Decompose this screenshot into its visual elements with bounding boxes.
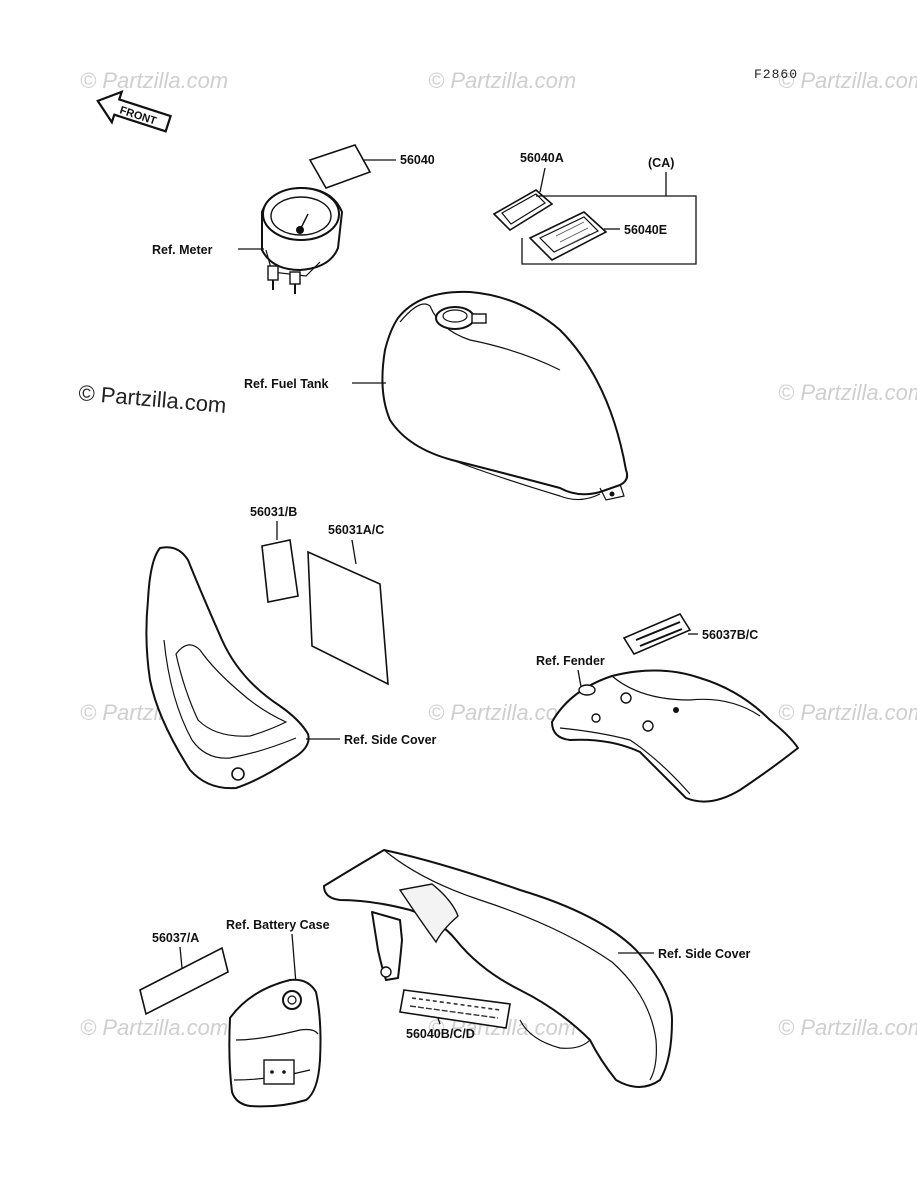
decal-56040A xyxy=(492,189,554,232)
leader-ref-battery-case xyxy=(291,933,297,985)
label-ca: (CA) xyxy=(648,156,674,170)
label-ref-battery-case: Ref. Battery Case xyxy=(226,918,330,932)
decal-56031AC xyxy=(307,550,389,686)
label-56040BCD: 56040B/C/D xyxy=(406,1027,475,1041)
label-56031B: 56031/B xyxy=(250,505,297,519)
label-ref-fuel-tank: Ref. Fuel Tank xyxy=(244,377,329,391)
label-56040: 56040 xyxy=(400,153,435,167)
watermark: © Partzilla.com xyxy=(80,1015,228,1040)
label-ref-side-cover-1: Ref. Side Cover xyxy=(344,733,437,747)
label-ref-fender: Ref. Fender xyxy=(536,654,605,668)
label-56031AC: 56031A/C xyxy=(328,523,384,537)
label-ref-meter: Ref. Meter xyxy=(152,243,213,257)
meter-part xyxy=(238,187,343,294)
label-ref-side-cover-2: Ref. Side Cover xyxy=(658,947,751,961)
ca-bracket xyxy=(521,172,697,265)
leader-56037A xyxy=(179,946,183,969)
decal-56031B xyxy=(261,539,299,603)
watermark: © Partzilla.com xyxy=(778,68,917,93)
label-56037A: 56037/A xyxy=(152,931,199,945)
label-56040A: 56040A xyxy=(520,151,564,165)
watermark: © Partzilla.com xyxy=(778,1015,917,1040)
watermark: © Partzilla.com xyxy=(428,68,576,93)
front-arrow-icon: FRONT xyxy=(96,90,172,133)
side-cover-part-1 xyxy=(145,546,340,790)
label-56037BC: 56037B/C xyxy=(702,628,758,642)
fuel-tank-part xyxy=(352,290,629,501)
decal-56040E xyxy=(528,211,608,261)
watermark-dark: © Partzilla.com xyxy=(78,380,228,418)
watermark: © Partzilla.com xyxy=(778,380,917,405)
decal-56037BC xyxy=(622,612,698,656)
decal-56040 xyxy=(308,144,396,189)
leader-56040A xyxy=(539,167,546,193)
watermark: © Partzilla.com xyxy=(80,68,228,93)
side-cover-part-2 xyxy=(323,849,673,1088)
battery-case-part xyxy=(228,978,322,1108)
decal-56040BCD xyxy=(399,989,511,1029)
fender-part xyxy=(551,669,799,803)
figure-code: F2860 xyxy=(754,67,798,82)
decal-56037A xyxy=(139,946,229,1016)
leader-56031AC xyxy=(351,539,357,565)
label-56040E: 56040E xyxy=(624,223,667,237)
watermark: © Partzilla.com xyxy=(778,700,917,725)
